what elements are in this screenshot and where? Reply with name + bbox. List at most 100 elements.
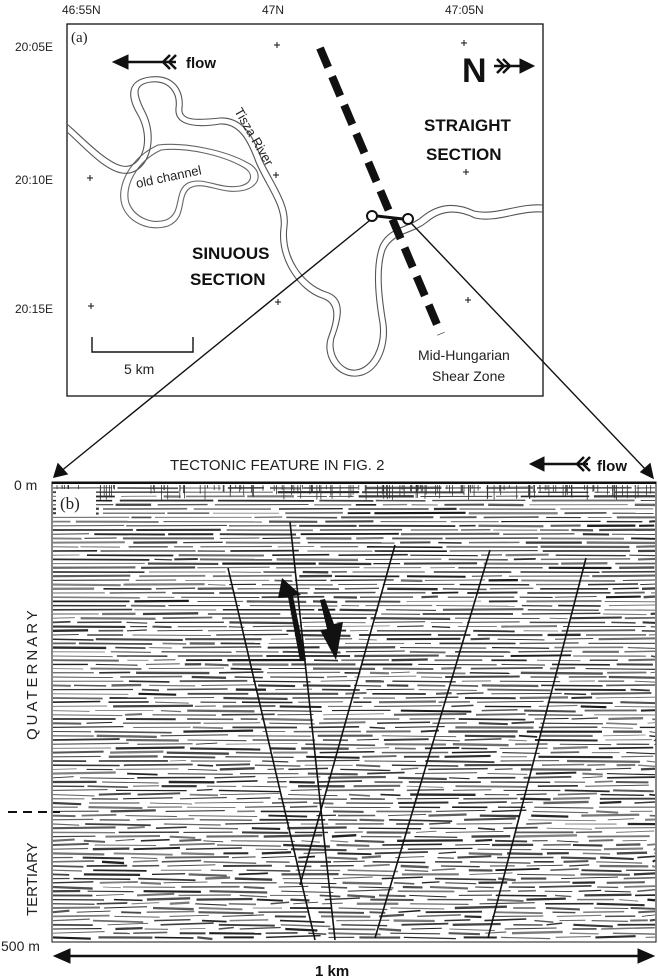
reflector — [445, 831, 504, 833]
reflector — [561, 876, 619, 880]
reflector — [239, 894, 268, 898]
flow-label: flow — [186, 55, 216, 72]
sinuous-section-label: SECTION — [190, 270, 266, 289]
reflector — [80, 777, 135, 780]
reflector — [651, 865, 656, 868]
reflector — [162, 642, 187, 645]
shear-zone-label: Shear Zone — [432, 368, 505, 384]
reflector — [369, 671, 390, 675]
reflector — [455, 785, 527, 788]
reflector — [470, 667, 543, 670]
reflector — [52, 873, 70, 876]
reflector — [52, 936, 91, 940]
reflector — [253, 680, 311, 683]
reflector — [587, 583, 639, 586]
reflector — [464, 817, 516, 821]
reflector — [538, 704, 578, 707]
reflector — [121, 911, 142, 914]
reflector — [435, 692, 452, 695]
reflector — [518, 734, 538, 738]
reflector — [282, 650, 341, 654]
reflector — [114, 915, 160, 918]
reflector — [151, 873, 186, 876]
reflector — [511, 930, 563, 935]
width-label: 1 km — [315, 963, 349, 980]
up-arrow-icon — [278, 578, 306, 661]
reflector — [585, 668, 656, 670]
reflector — [154, 936, 194, 939]
reflector — [526, 822, 552, 825]
reflector — [607, 818, 635, 821]
reflector — [146, 910, 195, 913]
reflector — [466, 621, 520, 624]
reflector — [431, 591, 459, 594]
reflector — [520, 797, 551, 801]
reflector — [52, 697, 103, 700]
reflector — [107, 922, 149, 926]
reflector — [115, 926, 143, 931]
reflector — [134, 599, 189, 603]
reflector — [440, 865, 480, 868]
reflector — [146, 897, 191, 901]
reflector — [511, 721, 535, 725]
reflector — [212, 574, 292, 578]
reflector — [280, 924, 331, 928]
reflector — [136, 818, 195, 821]
reflector — [338, 553, 408, 557]
reflector — [534, 739, 598, 742]
reflector — [653, 852, 656, 854]
reflector — [342, 881, 383, 885]
reflector — [52, 725, 124, 729]
reflector — [425, 760, 495, 764]
reflector — [83, 873, 141, 877]
reflector — [330, 840, 349, 843]
lat-label: 47:05N — [445, 3, 484, 17]
reflector — [391, 764, 459, 767]
reflector — [320, 680, 357, 682]
reflector — [131, 902, 160, 905]
reflector — [650, 655, 656, 658]
profile-flow-arrow — [528, 456, 591, 472]
reflector — [637, 557, 656, 561]
reflector — [187, 709, 255, 713]
reflector — [638, 910, 656, 914]
reflector — [167, 772, 233, 775]
reflector — [552, 797, 590, 800]
reflector — [563, 860, 589, 863]
reflector — [319, 751, 375, 754]
reflector — [518, 889, 536, 893]
reflector — [109, 591, 166, 594]
reflector — [600, 793, 644, 796]
reflector — [87, 890, 134, 893]
reflector — [491, 646, 550, 649]
reflector — [333, 876, 373, 880]
reflector — [391, 658, 428, 662]
reflector — [182, 646, 262, 649]
reflector — [341, 924, 388, 927]
reflector — [263, 834, 323, 838]
reflector — [513, 834, 578, 838]
reflector — [612, 932, 656, 935]
reflector — [621, 755, 654, 758]
reflector — [345, 691, 367, 695]
reflector — [169, 914, 209, 917]
reflector — [428, 813, 467, 817]
reflector — [444, 754, 491, 758]
reflector — [347, 894, 376, 899]
lat-label: 46:55N — [62, 3, 101, 17]
reflector — [550, 868, 579, 872]
reflector — [52, 558, 150, 561]
reflector — [155, 587, 196, 590]
reflector — [363, 863, 390, 867]
reflector — [595, 935, 636, 939]
reflector — [397, 625, 424, 628]
reflector — [501, 625, 558, 628]
reflector — [163, 881, 208, 884]
reflector — [301, 840, 320, 843]
reflector — [553, 746, 588, 750]
reflector — [647, 722, 656, 724]
reflector — [216, 633, 289, 636]
reflector — [389, 819, 453, 822]
reflector — [336, 843, 370, 847]
reflector — [634, 801, 656, 804]
